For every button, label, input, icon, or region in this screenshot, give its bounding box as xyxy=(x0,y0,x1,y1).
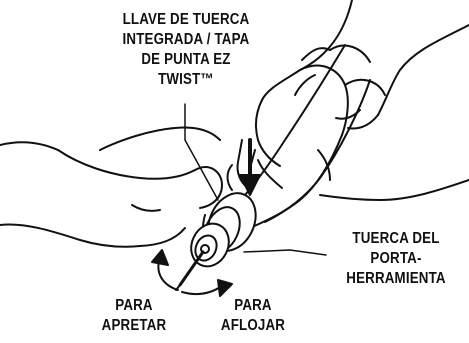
collet-nut-label: TUERCA DEL PORTA- HERRAMIENTA xyxy=(332,229,459,289)
collet-nut-line: TUERCA DEL xyxy=(352,230,440,247)
loosen-line: AFLOJAR xyxy=(220,317,286,334)
collet-nut-line: HERRAMIENTA xyxy=(346,270,446,287)
collet-nut-drawing xyxy=(175,192,257,291)
tighten-line: APRETAR xyxy=(101,317,167,334)
ez-twist-line: DE PUNTA EZ xyxy=(141,51,231,68)
tighten-label: PARA APRETAR xyxy=(91,296,177,336)
ez-twist-line: INTEGRADA / TAPA xyxy=(122,31,250,48)
loosen-line: PARA xyxy=(234,297,272,314)
tighten-line: PARA xyxy=(115,297,153,314)
loosen-label: PARA AFLOJAR xyxy=(210,296,296,336)
ez-twist-line: TWIST™ xyxy=(158,71,214,88)
ez-twist-label: LLAVE DE TUERCA INTEGRADA / TAPA DE PUNT… xyxy=(100,10,272,90)
collet-nut-line: PORTA- xyxy=(370,250,422,267)
ez-twist-line: LLAVE DE TUERCA xyxy=(122,11,250,28)
left-hand-drawing xyxy=(0,126,223,248)
rotation-arrows-icon xyxy=(151,249,233,297)
press-arrow-icon xyxy=(239,138,261,196)
leader-lines xyxy=(184,103,327,256)
right-hand-drawing xyxy=(249,0,469,229)
